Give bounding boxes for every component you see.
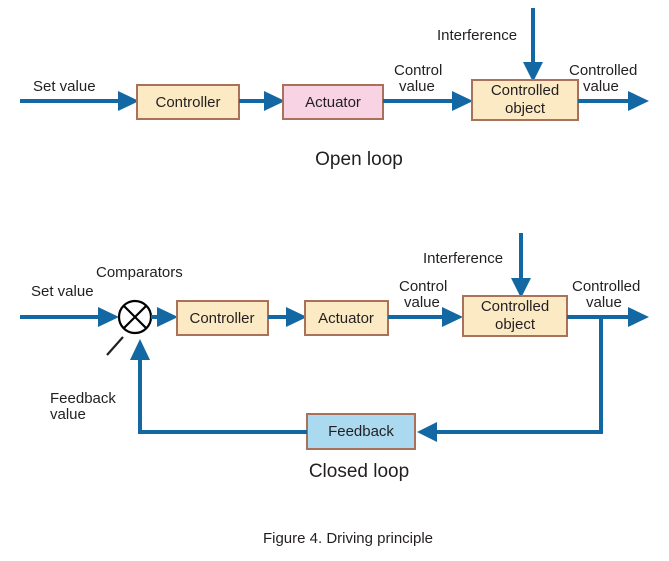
- open-loop-controlled-object-box[interactable]: [471, 79, 579, 121]
- closed-loop-feedback-value-label-line1: Feedback: [50, 390, 116, 407]
- closed-loop-controlled-value-label-line1: Controlled: [572, 278, 640, 295]
- closed-loop-set-value-label: Set value: [31, 283, 94, 300]
- closed-loop-control-value-label-line1: Control: [399, 278, 447, 295]
- open-loop-interference-arrow: [523, 8, 543, 82]
- closed-loop-set-value-arrow: [20, 307, 119, 327]
- comparator-sign-tick: [106, 336, 124, 356]
- closed-loop-feedback-return-wire: [130, 339, 307, 434]
- open-loop-controlled-value-label-line2: value: [583, 78, 619, 95]
- open-loop-actuator-to-object-arrow: [383, 91, 473, 111]
- open-loop-group: Set value Controller Actuator Control va…: [20, 8, 649, 170]
- open-loop-controlled-object-label-line1: Controlled: [491, 82, 559, 99]
- closed-loop-controlled-value-label-line2: value: [586, 294, 622, 311]
- open-loop-controller-to-actuator-arrow: [239, 91, 285, 111]
- closed-loop-actuator-to-object-arrow: [388, 307, 463, 327]
- closed-loop-feedback-value-label-line2: value: [50, 406, 86, 423]
- closed-loop-title: Closed loop: [309, 461, 409, 482]
- closed-loop-comparators-label: Comparators: [96, 264, 183, 281]
- closed-loop-control-value-label-line2: value: [404, 294, 440, 311]
- figure-caption: Figure 4. Driving principle: [263, 530, 433, 547]
- open-loop-set-value-label: Set value: [33, 78, 96, 95]
- open-loop-actuator-label: Actuator: [305, 94, 361, 111]
- closed-loop-feedback-box[interactable]: [306, 413, 416, 450]
- open-loop-controller-label: Controller: [155, 94, 220, 111]
- open-loop-interference-label: Interference: [437, 27, 517, 44]
- closed-loop-feedback-label: Feedback: [328, 423, 394, 440]
- closed-loop-controller-to-actuator-arrow: [268, 307, 307, 327]
- closed-loop-controlled-object-label-line2: object: [495, 316, 536, 333]
- closed-loop-controller-label: Controller: [189, 310, 254, 327]
- closed-loop-controlled-object-label-line1: Controlled: [481, 298, 549, 315]
- open-loop-controlled-value-arrow: [578, 91, 649, 111]
- closed-loop-controlled-object-box[interactable]: [462, 295, 568, 337]
- open-loop-title: Open loop: [315, 149, 403, 170]
- open-loop-controlled-object-label-line2: object: [505, 100, 546, 117]
- closed-loop-feedback-branch-wire: [417, 317, 603, 442]
- open-loop-control-value-label-line2: value: [399, 78, 435, 95]
- open-loop-actuator-box[interactable]: [282, 84, 384, 120]
- closed-loop-actuator-label: Actuator: [318, 310, 374, 327]
- closed-loop-group: Set value Comparators Controller: [20, 233, 649, 482]
- open-loop-control-value-label-line1: Control: [394, 62, 442, 79]
- closed-loop-interference-arrow: [511, 233, 531, 298]
- open-loop-controlled-value-label-line1: Controlled: [569, 62, 637, 79]
- open-loop-set-value-arrow: [20, 91, 139, 111]
- closed-loop-comparator-symbol[interactable]: [117, 299, 153, 335]
- closed-loop-interference-label: Interference: [423, 250, 503, 267]
- closed-loop-comparator-to-controller-arrow: [151, 307, 178, 327]
